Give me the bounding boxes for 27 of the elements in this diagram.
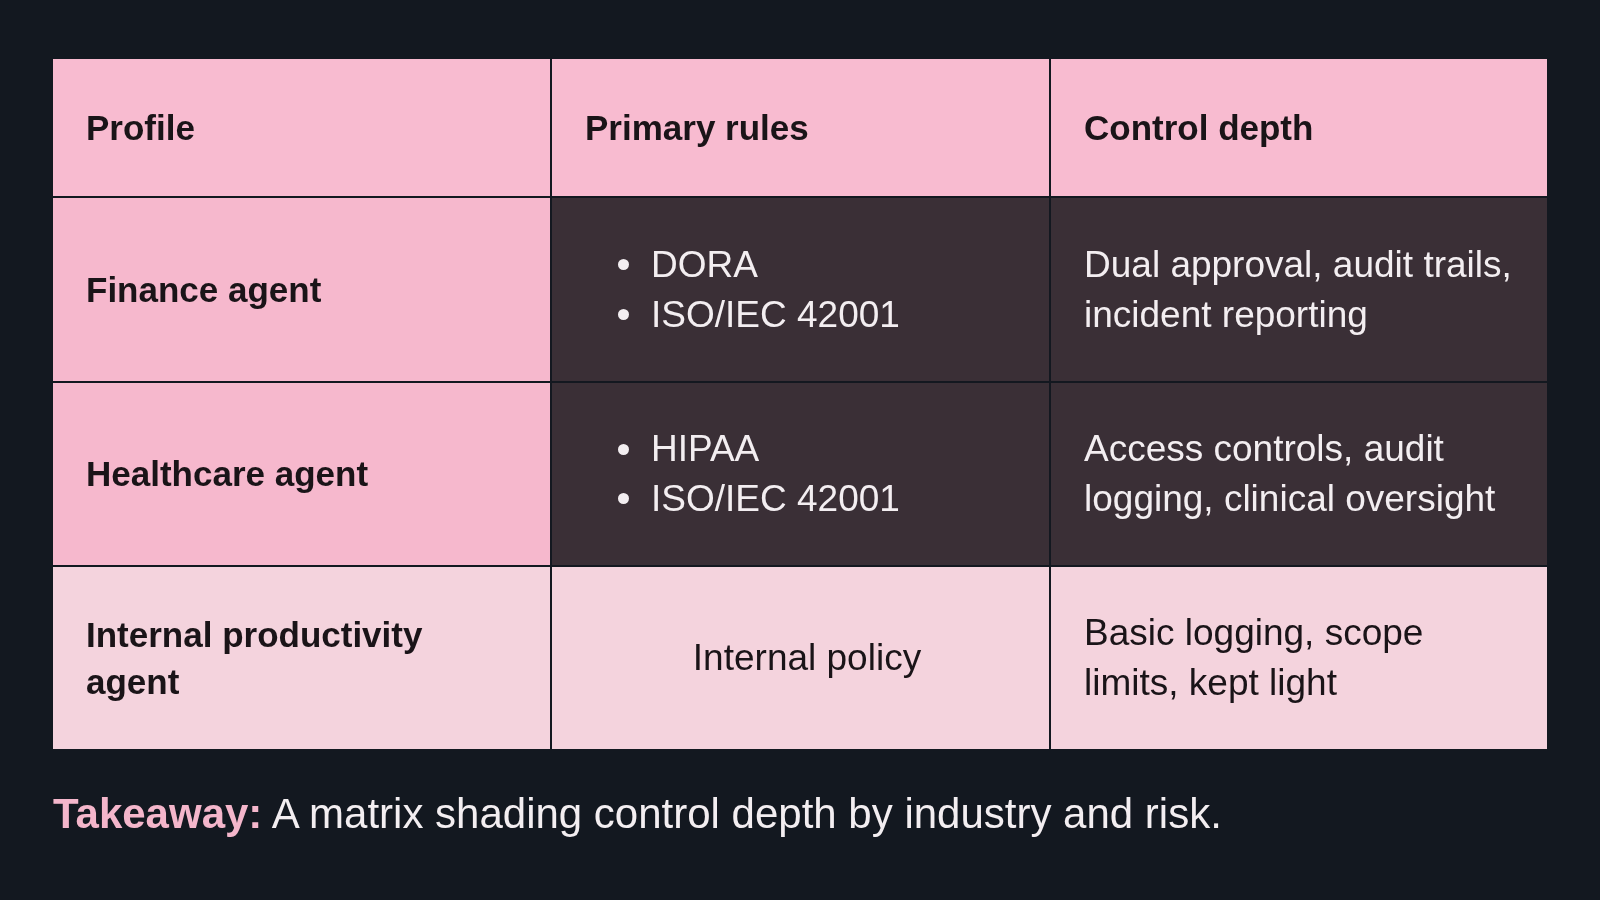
table-cell [1051,198,1547,381]
cell-text: Internal policy [692,636,922,681]
column-heading: Control depth [1084,106,1314,149]
cell-text: Basic logging, scope limits, kept light [1084,611,1425,705]
cell-text: Finance agent [86,268,322,311]
header-cell [53,59,550,196]
cell-text: Healthcare agent [86,453,369,496]
cell-text: Internal productivity agent [86,613,424,703]
header-cell [1051,59,1547,196]
table-cell [53,198,550,381]
cell-text: Access controls, audit logging, clinical oversight [1084,427,1497,521]
list-item: DORA [651,242,758,287]
list-item: ISO/IEC 42001 [651,477,900,521]
table-cell [53,567,550,749]
takeaway-caption: Takeaway: A matrix shading control depth by industry and risk. [53,790,1222,838]
table-cell [1051,383,1547,565]
table-cell [552,383,1049,565]
column-heading: Primary rules [585,106,809,149]
cell-text: Dual approval, audit trails, incident reporting [1084,242,1513,337]
table-cell [552,198,1049,381]
list-item: ISO/IEC 42001 [651,292,900,337]
table-cell [552,567,1049,749]
table-cell [1051,567,1547,749]
column-heading: Profile [86,106,195,149]
list-item: HIPAA [651,427,760,472]
header-cell [552,59,1049,196]
table-cell [53,383,550,565]
